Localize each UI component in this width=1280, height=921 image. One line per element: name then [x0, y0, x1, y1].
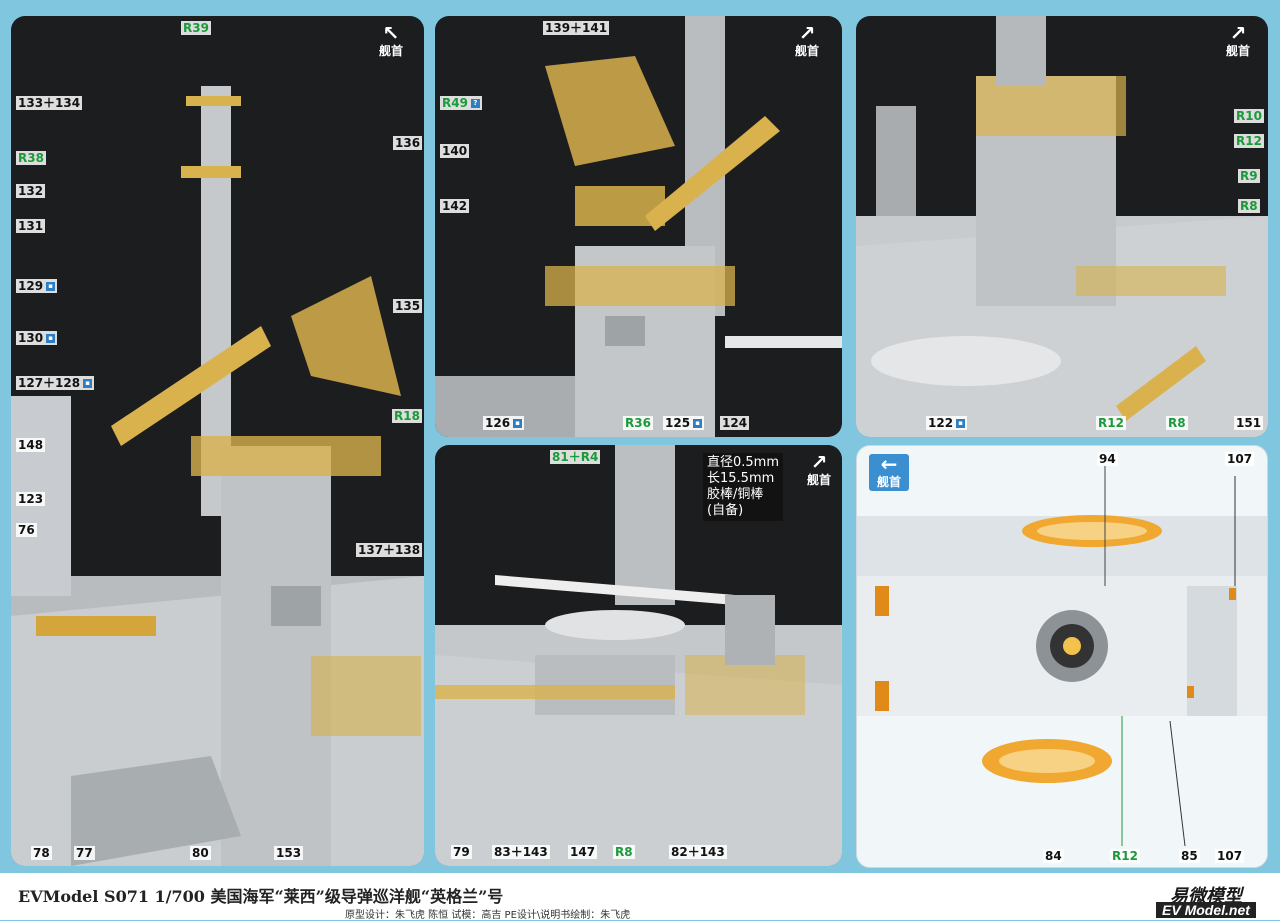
- part-label: R49?: [440, 96, 482, 110]
- part-label: 148: [16, 438, 46, 452]
- part-label: 126▪: [483, 416, 525, 430]
- part-label: R36: [623, 416, 653, 430]
- footer-bar: [0, 873, 1280, 920]
- part-label: 129▪: [16, 279, 58, 293]
- part-label: R18: [392, 409, 422, 423]
- plan-diagram-panel: ←舰首 94 107 84 R12 85 107: [856, 445, 1268, 868]
- part-label: 147: [568, 845, 598, 859]
- part-label: 131: [16, 219, 46, 233]
- part-label: 127＋128▪: [16, 376, 95, 390]
- part-label: 135: [393, 299, 423, 313]
- bow-direction-indicator: ↗舰首: [787, 21, 827, 59]
- bow-direction-indicator: ←舰首: [869, 454, 909, 491]
- bow-arrow-icon: ↖: [382, 21, 400, 45]
- part-label: 107: [1225, 452, 1255, 466]
- bow-arrow-icon: ←: [880, 452, 898, 476]
- brand-website: EV Model.net: [1156, 902, 1256, 918]
- part-label: R9: [1238, 169, 1260, 183]
- photo-panel-radar: ↗舰首 139＋141 R49? 140 142 126▪ R36 125▪ 1…: [435, 16, 842, 437]
- part-label: 83＋143: [492, 845, 550, 859]
- part-label: R12: [1234, 134, 1264, 148]
- part-label: 132: [16, 184, 46, 198]
- part-label: 77: [74, 846, 95, 860]
- info-icon: ?: [470, 99, 480, 108]
- bow-direction-indicator: ↗舰首: [1218, 21, 1258, 59]
- part-label: 107: [1215, 849, 1245, 863]
- photo-panel-deck: ↗舰首 R10 R12 R9 R8 122▪ R12 R8 151: [856, 16, 1268, 437]
- part-label: 153: [274, 846, 304, 860]
- part-label: 142: [440, 199, 470, 213]
- photo-panel-boats: 直径0.5mm 长15.5mm 胶棒/铜棒 (自备) ↗舰首 81＋R4 79 …: [435, 445, 842, 866]
- part-label: 76: [16, 523, 37, 537]
- info-icon: ▪: [83, 379, 93, 388]
- part-label: R12: [1096, 416, 1126, 430]
- part-label: 84: [1043, 849, 1064, 863]
- part-label: 130▪: [16, 331, 58, 345]
- info-icon: ▪: [46, 334, 56, 343]
- part-label: R38: [16, 151, 46, 165]
- part-label: 133＋134: [16, 96, 83, 110]
- part-label: 125▪: [663, 416, 705, 430]
- plan-drawing: [857, 466, 1267, 847]
- part-label: R8: [1166, 416, 1188, 430]
- part-label: 79: [451, 845, 472, 859]
- photo-panel-mast: ↖舰首 R39 133＋134 R38 136 132 131 129▪ 130…: [11, 16, 424, 866]
- part-label: R8: [613, 845, 635, 859]
- boats-photo-drawing: [435, 445, 842, 866]
- part-label: 123: [16, 492, 46, 506]
- part-label: 85: [1179, 849, 1200, 863]
- rod-note: 直径0.5mm 长15.5mm 胶棒/铜棒 (自备): [703, 453, 784, 521]
- part-label: R10: [1234, 109, 1264, 123]
- credits-line: 原型设计：朱飞虎 陈恒 试模：高吉 PE设计\说明书绘制：朱飞虎: [345, 910, 631, 921]
- part-label: 80: [190, 846, 211, 860]
- part-label: 136: [393, 136, 423, 150]
- info-icon: ▪: [513, 419, 523, 428]
- bow-arrow-icon: ↗: [798, 21, 816, 45]
- part-label: 140: [440, 144, 470, 158]
- brand-logo: 易微模型: [1170, 886, 1242, 907]
- part-label: 139＋141: [543, 21, 610, 35]
- part-label: R39: [181, 21, 211, 35]
- info-icon: ▪: [46, 282, 56, 291]
- bow-direction-indicator: ↖舰首: [371, 21, 411, 59]
- bow-direction-indicator: ↗舰首: [799, 450, 839, 488]
- part-label: 122▪: [926, 416, 968, 430]
- part-label: 78: [31, 846, 52, 860]
- bow-arrow-icon: ↗: [810, 450, 828, 474]
- deck-photo-drawing: [856, 16, 1268, 437]
- part-label: 151: [1234, 416, 1264, 430]
- part-label: R12: [1110, 849, 1140, 863]
- part-label: 81＋R4: [550, 450, 601, 464]
- info-icon: ▪: [956, 419, 966, 428]
- bow-arrow-icon: ↗: [1229, 21, 1247, 45]
- part-label: 82＋143: [669, 845, 727, 859]
- part-label: R8: [1238, 199, 1260, 213]
- part-label: 137＋138: [356, 543, 423, 557]
- part-label: 94: [1097, 452, 1118, 466]
- radar-photo-drawing: [435, 16, 842, 437]
- instruction-title: EVModel S071 1/700 美国海军“莱西”级导弹巡洋舰“英格兰”号: [18, 887, 504, 906]
- mast-photo-drawing: [11, 86, 424, 866]
- part-label: 124: [720, 416, 750, 430]
- info-icon: ▪: [693, 419, 703, 428]
